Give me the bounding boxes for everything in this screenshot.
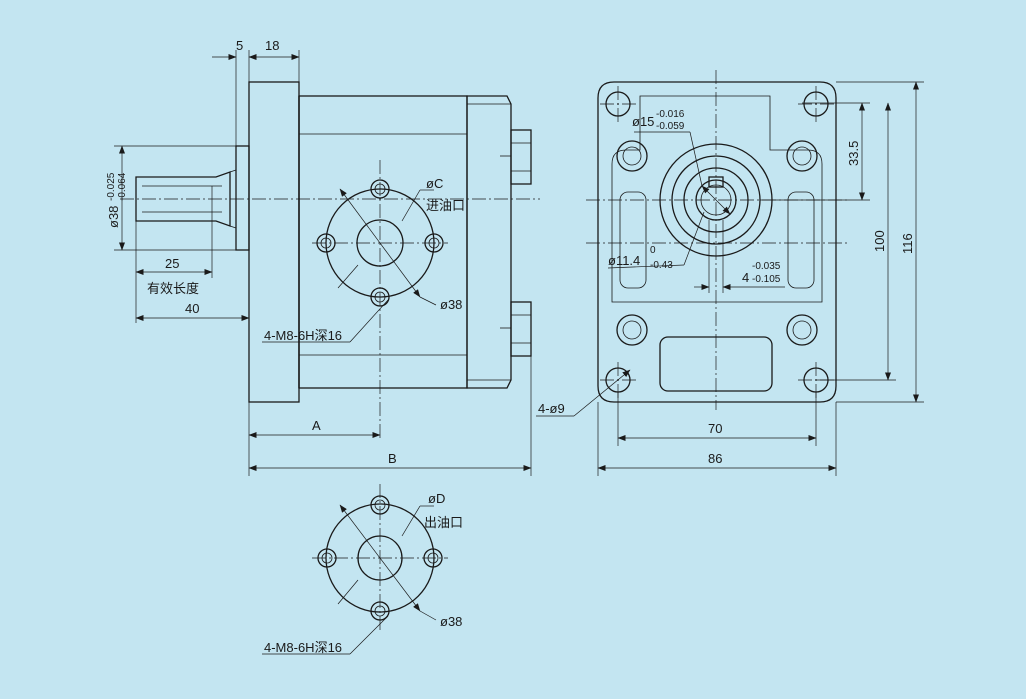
dim-33-5: 33.5 — [846, 141, 861, 166]
front-view — [586, 70, 850, 410]
dim-5: 5 — [236, 38, 243, 53]
dim-11-4-tol-upper: 0 — [650, 245, 656, 256]
rear-bolt-head-lower — [500, 301, 532, 357]
dim-100: 100 — [872, 230, 887, 252]
dim-11-4-dia: ø11.4 — [608, 253, 640, 268]
dim-116: 116 — [900, 233, 915, 254]
rear-bolt-head-upper — [500, 129, 532, 185]
inlet-dia-label: øC — [426, 176, 443, 191]
dim-key-tol-upper: -0.035 — [752, 261, 781, 272]
dim-11-4-tol-lower: -0.43 — [650, 260, 673, 271]
side-view — [120, 81, 540, 440]
dim-86: 86 — [708, 451, 722, 466]
dim-key-width: 4 — [742, 270, 749, 285]
flange-outline — [597, 81, 837, 403]
dim-A: A — [312, 418, 321, 433]
bolt-hole-lower-right — [786, 314, 818, 346]
outlet-bolt-circle-label: ø38 — [440, 614, 462, 629]
dim-15-tol-upper: -0.016 — [656, 109, 685, 120]
inlet-port-drawing — [262, 160, 448, 440]
dim-shaft-tol-upper: -0.025 — [106, 172, 117, 201]
dim-shaft-tol-lower: -0.064 — [117, 172, 128, 201]
effective-length-label: 有效长度 — [147, 281, 199, 296]
dim-shaft-diameter: ø38 — [106, 206, 121, 228]
pilot-spigot — [235, 145, 250, 251]
mounting-hole-top-left — [600, 86, 636, 122]
outlet-port-view: øD 出油口 ø38 4-M8-6H深16 — [262, 484, 463, 655]
outlet-name-label: 出油口 — [424, 515, 463, 530]
dim-15-tol-lower: -0.059 — [656, 121, 685, 132]
inlet-bolt-circle-label: ø38 — [440, 297, 462, 312]
bolt-hole-lower-left — [616, 314, 648, 346]
dim-18: 18 — [265, 38, 279, 53]
pump-body — [298, 95, 468, 389]
rear-cover — [466, 95, 512, 389]
bolt-hole-upper-left — [616, 140, 648, 172]
dim-key-tol-lower: -0.105 — [752, 274, 781, 285]
dim-40: 40 — [185, 301, 199, 316]
mounting-hole-top-right — [798, 86, 834, 122]
side-view-dimensions: 5 18 ø38 -0.025 -0.064 25 有效长度 40 A B øC… — [106, 38, 532, 476]
bolt-hole-upper-right — [786, 140, 818, 172]
dim-70: 70 — [708, 421, 722, 436]
dim-B: B — [388, 451, 397, 466]
front-view-dimensions: ø15 -0.016 -0.059 ø11.4 0 -0.43 4 -0.035… — [536, 81, 924, 476]
mounting-flange — [248, 81, 300, 403]
flange-relief — [611, 95, 823, 303]
dim-15-dia: ø15 — [632, 114, 654, 129]
inlet-name-label: 进油口 — [426, 198, 465, 213]
outlet-thread-label: 4-M8-6H深16 — [264, 640, 342, 655]
dim-mounting-holes: 4-ø9 — [538, 401, 565, 416]
outlet-dia-label: øD — [428, 491, 445, 506]
inlet-thread-label: 4-M8-6H深16 — [264, 328, 342, 343]
dim-25: 25 — [165, 256, 179, 271]
